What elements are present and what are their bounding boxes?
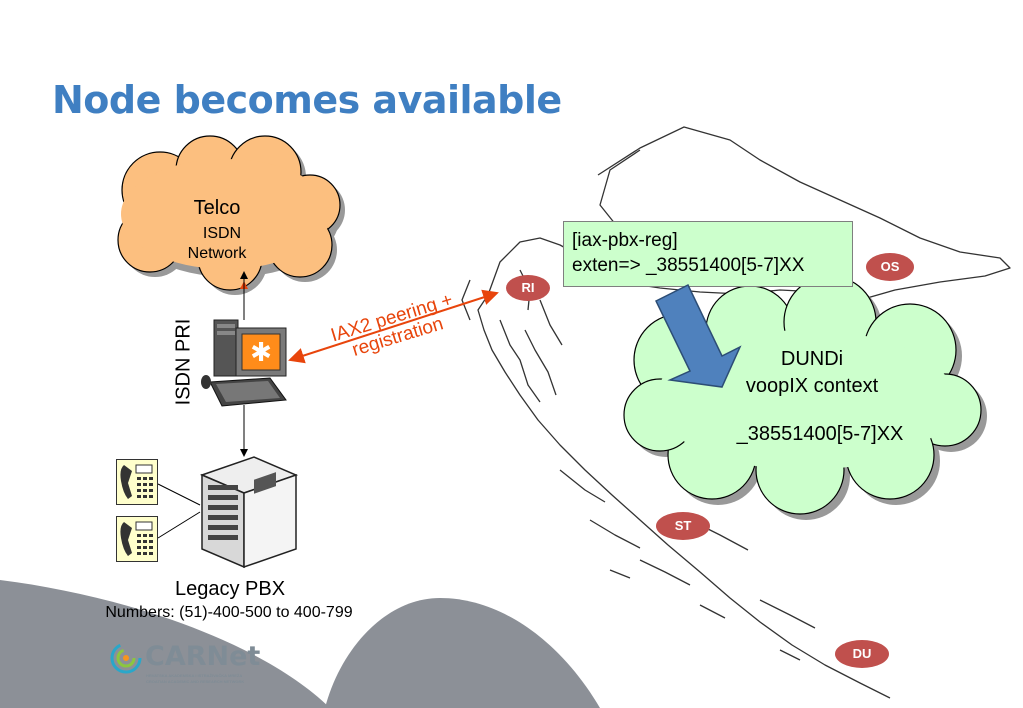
legacy-pbx-title: Legacy PBX [174, 578, 286, 600]
registration-box: [iax-pbx-reg] exten=> _38551400[5-7]XX [563, 221, 853, 287]
registration-line2: exten=> _38551400[5-7]XX [572, 255, 805, 276]
carnet-logo-text: CARNet [145, 641, 261, 672]
carnet-tagline-1: HRVATSKA AKADEMSKA I ISTRAŽIVAČKA MREŽA [146, 673, 243, 678]
asterisk-server-icon: ✱ [201, 319, 287, 407]
carnet-logo-icon [110, 642, 142, 674]
slide-title: Node becomes available [52, 78, 562, 122]
phone-icon [116, 516, 158, 562]
city-badge-du: DU [835, 640, 889, 668]
carnet-tagline-2: CROATIAN ACADEMIC AND RESEARCH NETWORK [146, 679, 245, 684]
dundi-line2: voopIX context [745, 375, 879, 397]
city-badge-os: OS [866, 253, 914, 281]
registration-line1: [iax-pbx-reg] [572, 230, 678, 251]
telco-line2: Network [187, 245, 247, 262]
legacy-pbx-numbers: Numbers: (51)-400-500 to 400-799 [105, 604, 353, 621]
dundi-line3: _38551400[5-7]XX [736, 423, 904, 445]
city-badge-ri: RI [506, 275, 550, 301]
svg-text:✱: ✱ [250, 338, 272, 368]
telco-line1: ISDN [202, 225, 242, 242]
city-badge-st: ST [656, 512, 710, 540]
phone-icon [116, 459, 158, 505]
dundi-line1: DUNDi [780, 348, 844, 370]
legacy-pbx-icon [199, 456, 299, 569]
telco-title: Telco [193, 197, 241, 219]
